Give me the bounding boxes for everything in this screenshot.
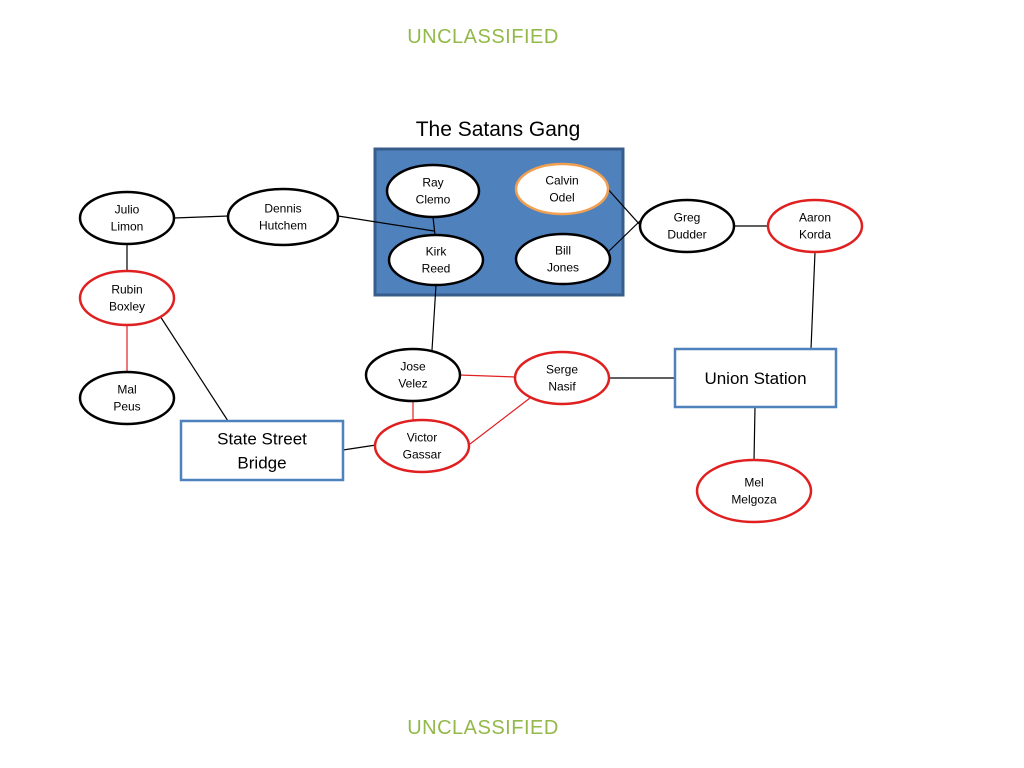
location-box [673, 347, 838, 409]
link-union-station-to-mel-melgoza [753, 406, 756, 462]
link-state-street-bridge-to-victor-gassar [342, 444, 377, 451]
link-rubin-boxley-to-state-street-bridge [159, 315, 229, 422]
person-ellipse [387, 233, 485, 287]
link-aaron-korda-to-union-station [810, 251, 816, 350]
person-ellipse [514, 232, 612, 286]
classification-banner-bottom: UNCLASSIFIED [407, 717, 559, 739]
person-ellipse [385, 163, 481, 219]
classification-banner-top: UNCLASSIFIED [407, 26, 559, 48]
person-ellipse [364, 347, 462, 403]
link-kirk-reed-to-jose-velez [431, 284, 437, 351]
person-ellipse [638, 198, 736, 254]
person-ellipse [766, 198, 864, 254]
link-dennis-hutchem-to-kirk-reed [337, 215, 435, 232]
link-calvin-odel-to-greg-dudder [605, 186, 642, 227]
link-julio-limon-to-dennis-hutchem [173, 215, 229, 219]
union-station-label: Union Station [704, 369, 806, 388]
person-ellipse [78, 269, 176, 327]
person-ellipse [226, 187, 340, 247]
person-ellipse [78, 370, 176, 426]
link-bill-jones-to-greg-dudder [607, 218, 643, 253]
person-ellipse [78, 190, 176, 246]
group-title: The Satans Gang [416, 118, 581, 141]
location-box [179, 419, 345, 482]
person-ellipse [514, 162, 610, 216]
person-ellipse [373, 418, 471, 474]
link-serge-nasif-to-victor-gassar [469, 397, 531, 445]
link-ray-clemo-to-kirk-reed [432, 216, 436, 236]
person-ellipse [513, 350, 611, 406]
person-ellipse [695, 458, 813, 524]
location-node-union-station[interactable]: Union Station [673, 347, 838, 409]
link-jose-velez-to-serge-nasif [458, 374, 517, 378]
